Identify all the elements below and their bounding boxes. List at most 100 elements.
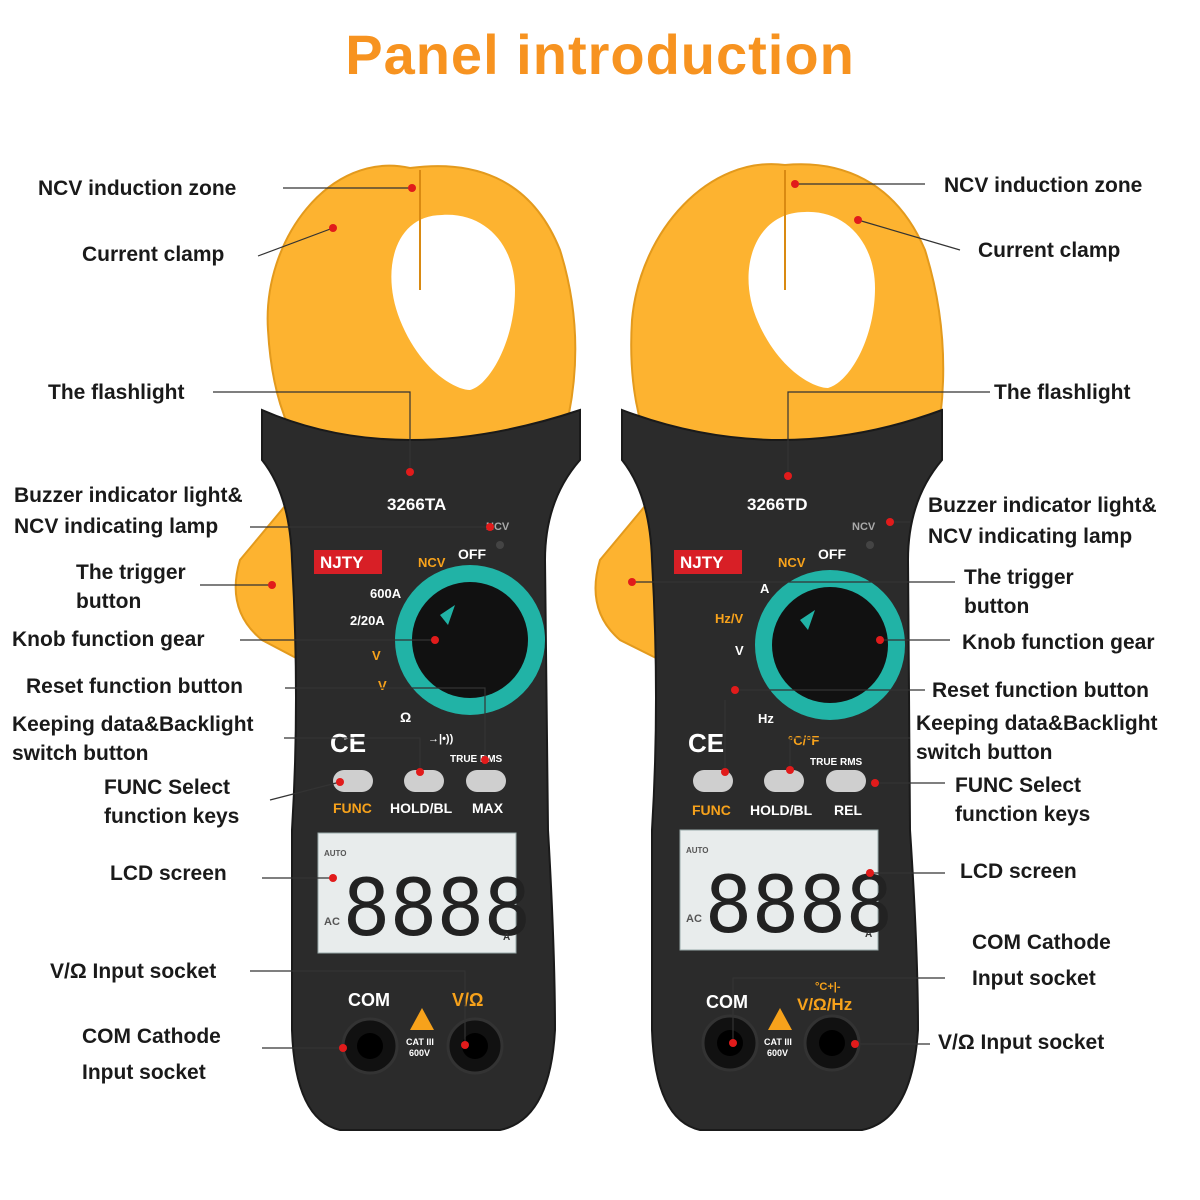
lcd-ac-left: AC bbox=[324, 916, 340, 928]
leader-dots-left bbox=[268, 184, 494, 1052]
lcd-left bbox=[317, 832, 517, 954]
dial-off-left: OFF bbox=[458, 546, 486, 562]
label-flashlight-right: The flashlight bbox=[994, 381, 1131, 404]
range-hzv-right: Hz/V bbox=[715, 611, 744, 626]
true-rms-left: TRUE RMS bbox=[450, 754, 503, 765]
lcd-digits-left: 8888 bbox=[343, 864, 531, 954]
label-lcd-right: LCD screen bbox=[960, 860, 1077, 883]
label-reset-right: Reset function button bbox=[932, 679, 1149, 702]
meter-left: 3266TA NJTY NCV NCV OFF 600A 2/20A V V Ω… bbox=[234, 164, 581, 1131]
hold-label-left: HOLD/BL bbox=[390, 800, 453, 816]
range-2-20a-left: 2/20A bbox=[350, 613, 385, 628]
dial-ncv-left: NCV bbox=[418, 555, 446, 570]
max-label-left: MAX bbox=[472, 800, 504, 816]
true-rms-right: TRUE RMS bbox=[810, 757, 863, 768]
range-ohm-left: Ω bbox=[400, 709, 411, 725]
label-buzzer-line1-right: Buzzer indicator light& bbox=[928, 494, 1157, 517]
model-left: 3266TA bbox=[387, 495, 446, 514]
label-current-clamp-left: Current clamp bbox=[82, 243, 225, 266]
range-600a-left: 600A bbox=[370, 586, 402, 601]
label-com-line2-left: Input socket bbox=[82, 1061, 206, 1084]
vohm-label-right: V/Ω/Hz bbox=[797, 995, 852, 1014]
label-vohm-left: V/Ω Input socket bbox=[50, 960, 217, 983]
max-button-left[interactable] bbox=[466, 770, 506, 792]
label-reset-left: Reset function button bbox=[26, 675, 243, 698]
rel-button-right[interactable] bbox=[826, 770, 866, 792]
lcd-auto-right: AUTO bbox=[686, 846, 709, 855]
range-vac-left: V bbox=[372, 648, 381, 663]
func-label-right: FUNC bbox=[692, 802, 731, 818]
trigger-right bbox=[594, 497, 662, 662]
label-func-line1-left: FUNC Select bbox=[104, 776, 231, 799]
leaders-left bbox=[200, 187, 490, 1049]
label-trigger-line1-right: The trigger bbox=[964, 566, 1074, 589]
func-label-left: FUNC bbox=[333, 800, 372, 816]
label-current-clamp-right: Current clamp bbox=[978, 239, 1121, 262]
range-vdc-left: V bbox=[378, 678, 387, 693]
func-button-right[interactable] bbox=[693, 770, 733, 792]
hold-button-left[interactable] bbox=[404, 770, 444, 792]
dial-ncv-right: NCV bbox=[778, 555, 806, 570]
knob-right[interactable] bbox=[772, 587, 888, 703]
lcd-unit-left: A bbox=[503, 932, 510, 943]
ncv-tag-right: NCV bbox=[852, 521, 876, 533]
ncv-lamp-right bbox=[866, 541, 874, 549]
leader-dots-right bbox=[628, 180, 894, 1048]
lcd-right bbox=[679, 829, 879, 951]
label-knob-left: Knob function gear bbox=[12, 628, 205, 651]
label-lcd-left: LCD screen bbox=[110, 862, 227, 885]
range-vdc-right: V bbox=[735, 643, 744, 658]
label-com-line2-right: Input socket bbox=[972, 967, 1096, 990]
func-button-left[interactable] bbox=[333, 770, 373, 792]
label-knob-right: Knob function gear bbox=[962, 631, 1155, 654]
warning-icon-right bbox=[768, 1008, 792, 1030]
label-func-line2-left: function keys bbox=[104, 805, 240, 828]
hold-button-right[interactable] bbox=[764, 770, 804, 792]
knob-left[interactable] bbox=[412, 582, 528, 698]
label-com-line1-left: COM Cathode bbox=[82, 1025, 221, 1048]
label-keeping-line2-right: switch button bbox=[916, 741, 1053, 764]
leaders-right bbox=[632, 183, 990, 1045]
lcd-ac-right: AC bbox=[686, 913, 702, 925]
com-label-left: COM bbox=[348, 990, 390, 1010]
label-keeping-line1-right: Keeping data&Backlight bbox=[916, 712, 1158, 735]
label-ncv-zone-left: NCV induction zone bbox=[38, 177, 237, 200]
label-trigger-line2-right: button bbox=[964, 595, 1030, 618]
range-hz-right: Hz bbox=[758, 711, 774, 726]
range-temp-right: °C/°F bbox=[788, 733, 819, 748]
label-buzzer-line1-left: Buzzer indicator light& bbox=[14, 484, 243, 507]
label-ncv-zone-right: NCV induction zone bbox=[944, 174, 1143, 197]
label-keeping-line2-left: switch button bbox=[12, 742, 149, 765]
lcd-unit-right: A bbox=[865, 929, 872, 940]
page-title: Panel introduction bbox=[345, 23, 855, 86]
volt-label-left: 600V bbox=[409, 1048, 430, 1058]
label-buzzer-line2-left: NCV indicating lamp bbox=[14, 515, 219, 538]
range-a-right: A bbox=[760, 581, 770, 596]
label-flashlight-left: The flashlight bbox=[48, 381, 185, 404]
brand-right: NJTY bbox=[680, 553, 724, 572]
label-com-line1-right: COM Cathode bbox=[972, 931, 1111, 954]
ce-mark-left: CE bbox=[330, 728, 366, 758]
label-vohm-right: V/Ω Input socket bbox=[938, 1031, 1105, 1054]
temp-tag-right: °C+|- bbox=[815, 981, 841, 993]
lcd-auto-left: AUTO bbox=[324, 849, 347, 858]
range-diode-left: →|•)) bbox=[428, 733, 454, 745]
brand-left: NJTY bbox=[320, 553, 364, 572]
meter-right: 3266TD NJTY NCV NCV OFF A Hz/V V Hz °C/°… bbox=[594, 163, 945, 1131]
label-func-line1-right: FUNC Select bbox=[955, 774, 1082, 797]
hold-label-right: HOLD/BL bbox=[750, 802, 813, 818]
cat-label-right: CAT III bbox=[764, 1037, 792, 1047]
label-func-line2-right: function keys bbox=[955, 803, 1091, 826]
rel-label-right: REL bbox=[834, 802, 862, 818]
volt-label-right: 600V bbox=[767, 1048, 788, 1058]
ce-mark-right: CE bbox=[688, 728, 724, 758]
label-trigger-line2-left: button bbox=[76, 590, 142, 613]
clamp-left-opening bbox=[391, 214, 515, 390]
label-keeping-line1-left: Keeping data&Backlight bbox=[12, 713, 254, 736]
label-trigger-line1-left: The trigger bbox=[76, 561, 186, 584]
cat-label-left: CAT III bbox=[406, 1037, 434, 1047]
model-right: 3266TD bbox=[747, 495, 807, 514]
ncv-lamp-left bbox=[496, 541, 504, 549]
com-label-right: COM bbox=[706, 992, 748, 1012]
